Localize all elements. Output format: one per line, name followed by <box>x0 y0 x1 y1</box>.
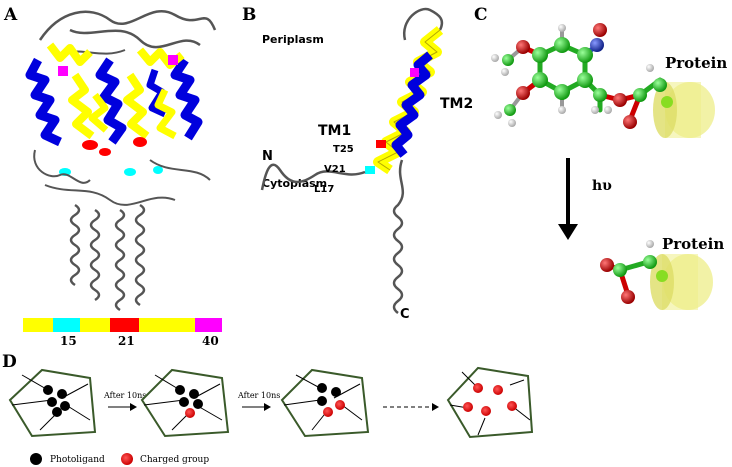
bar-segment-yellow-2 <box>80 318 110 332</box>
protein-cylinder-top <box>653 78 715 138</box>
photoligand-molecule <box>491 23 663 129</box>
step-arrow-1 <box>108 403 137 411</box>
panel-a-sequence-bar <box>23 318 222 332</box>
legend-photoligand-marker <box>30 453 42 465</box>
protein-label-bottom: Protein <box>662 235 724 253</box>
panel-d-letter: D <box>2 352 17 372</box>
periplasm-label: Periplasm <box>262 33 324 46</box>
legend <box>30 453 133 465</box>
light-energy-label: hυ <box>592 178 612 194</box>
protein-cylinder-bottom <box>643 240 713 310</box>
photolysis-arrow <box>558 158 578 240</box>
n-terminus-label: N <box>262 149 273 164</box>
residue-v21: V21 <box>324 164 346 175</box>
cell-state-4 <box>446 366 534 439</box>
panel-a-letter: A <box>3 5 18 25</box>
legend-charged-marker <box>121 453 133 465</box>
bar-tick-21: 21 <box>118 334 135 348</box>
protein-label-top: Protein <box>665 54 727 72</box>
bar-tick-40: 40 <box>202 334 219 348</box>
bar-segment-magenta <box>195 318 222 332</box>
legend-charged-label: Charged group <box>140 455 209 465</box>
step-arrow-dashed <box>383 403 439 411</box>
panel-c-letter: C <box>474 5 488 25</box>
bar-segment-cyan <box>53 318 80 332</box>
bar-segment-yellow-1 <box>23 318 53 332</box>
panel-a-protein-structure <box>25 9 217 312</box>
residue-t25: T25 <box>333 144 354 155</box>
step-arrow-2 <box>242 403 271 411</box>
cell-state-2 <box>140 368 230 438</box>
tm2-label: TM2 <box>440 96 473 112</box>
bar-segment-yellow-3 <box>139 318 195 332</box>
step-label-1: After 10ns <box>103 391 146 400</box>
c-terminus-label: C <box>400 307 410 322</box>
legend-photoligand-label: Photoligand <box>50 455 105 465</box>
step-label-2: After 10ns <box>237 391 280 400</box>
cytoplasm-label: Cytoplasm <box>262 177 327 190</box>
cell-state-1 <box>8 368 97 438</box>
cell-state-3 <box>280 368 370 438</box>
panel-b-helix-structure <box>260 7 444 314</box>
bar-tick-15: 15 <box>60 334 77 348</box>
photoproduct-fragment <box>600 258 649 304</box>
bar-segment-red <box>110 318 139 332</box>
panel-b-letter: B <box>242 5 256 25</box>
tm1-label: TM1 <box>318 123 351 139</box>
residue-l17: L17 <box>314 184 334 195</box>
